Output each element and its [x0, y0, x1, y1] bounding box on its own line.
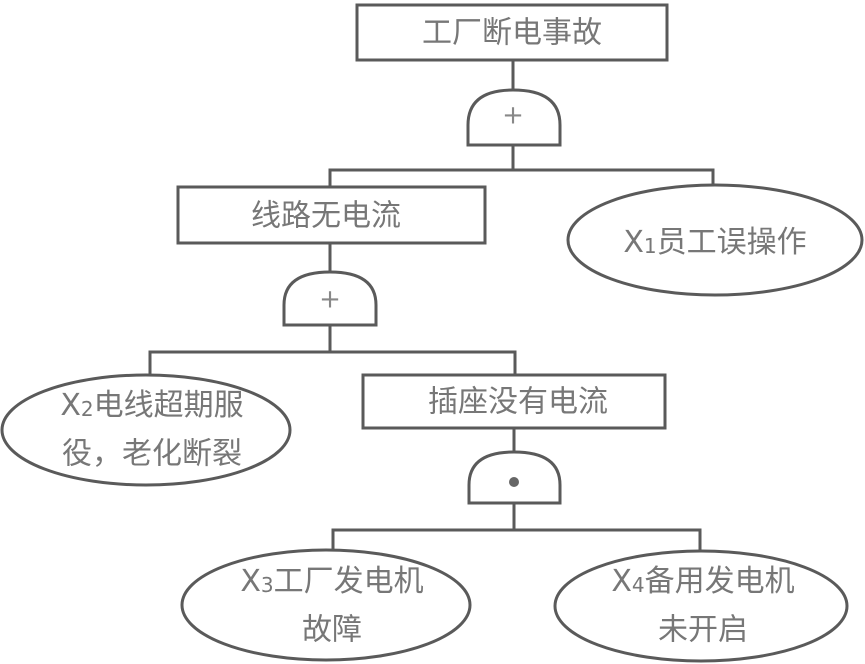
top-event-box: 工厂断电事故 [355, 3, 669, 62]
basic-event-label-line1: X2电线超期服 [60, 388, 243, 423]
basic-event-label-line2: 役，老化断裂 [62, 437, 242, 472]
basic-event-label-line1: X3工厂发电机 [240, 564, 423, 599]
intermediate-event-socket-no-current: 插座没有电流 [361, 373, 667, 430]
and-gate [467, 450, 562, 505]
event-label: 插座没有电流 [428, 385, 608, 420]
or-gate-2: + [282, 270, 378, 327]
basic-event-label-line1: X4备用发电机 [611, 564, 794, 599]
intermediate-event-line-no-current: 线路无电流 [176, 185, 487, 245]
event-label: 线路无电流 [251, 199, 401, 234]
basic-event-x2: X2电线超期服 役，老化断裂 [0, 373, 292, 487]
basic-event-label: X1员工误操作 [623, 225, 806, 260]
connectors [148, 60, 715, 553]
basic-event-x4: X4备用发电机 未开启 [553, 549, 849, 663]
basic-event-label-line2: 故障 [302, 613, 362, 648]
top-event-label: 工厂断电事故 [422, 16, 602, 51]
or-gate-symbol: + [502, 101, 524, 131]
and-gate-dot [509, 477, 519, 487]
basic-event-x3: X3工厂发电机 故障 [180, 548, 472, 662]
basic-event-label-line2: 未开启 [658, 613, 748, 648]
basic-event-x1: X1员工误操作 [566, 183, 864, 297]
or-gate-symbol: + [319, 285, 341, 315]
or-gate-1: + [466, 88, 562, 147]
